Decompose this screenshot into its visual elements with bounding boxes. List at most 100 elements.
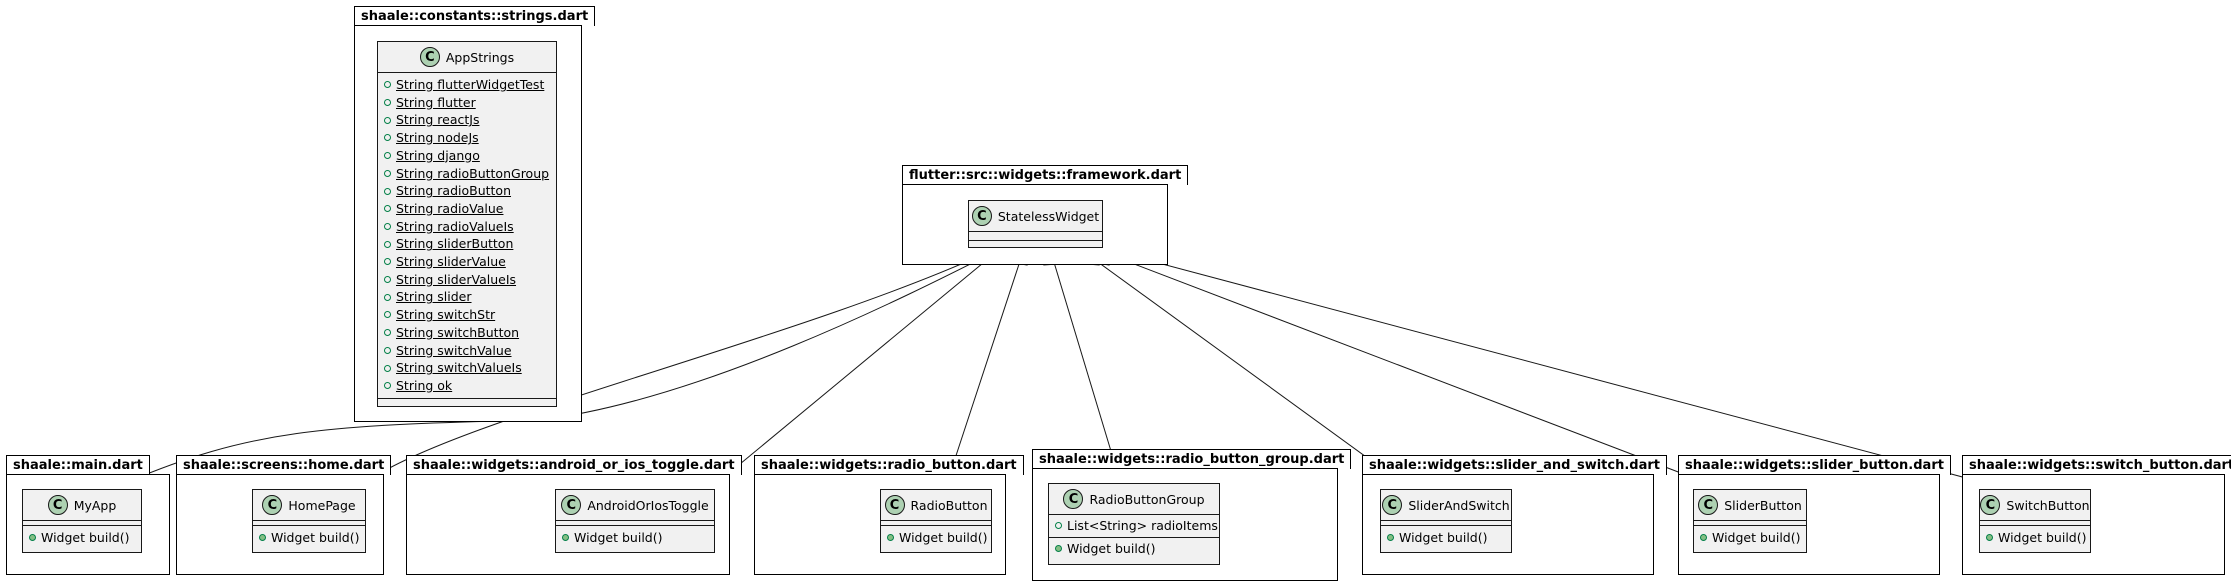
class-icon: C (419, 47, 440, 67)
static-field: String radioButton (384, 182, 550, 200)
package-framework: flutter::src::widgets::framework.dart C … (902, 165, 1189, 265)
field-text: String radioValueIs (396, 218, 514, 234)
class-icon: C (262, 495, 283, 515)
method: Widget build() (271, 530, 360, 545)
public-field-icon (384, 152, 391, 160)
public-method-icon (1986, 534, 1993, 542)
class-slider-and-switch[interactable]: C SliderAndSwitch Widget build() (1380, 489, 1512, 553)
package-label: shaale::widgets::android_or_ios_toggle.d… (406, 455, 742, 475)
public-field-icon (384, 240, 391, 248)
field-text: String radioButton (396, 183, 512, 199)
field-text: String flutter (396, 94, 476, 110)
edge-slider-switch (1079, 248, 1403, 484)
class-switch-button[interactable]: C SwitchButton Widget build() (1979, 489, 2091, 553)
package-label: shaale::widgets::radio_button_group.dart (1032, 449, 1352, 469)
public-field-icon (384, 293, 391, 301)
package-constants: shaale::constants::strings.dart C AppStr… (354, 6, 596, 422)
package-slider-button: shaale::widgets::slider_button.dart C Sl… (1678, 455, 1951, 575)
class-name: RadioButtonGroup (1089, 491, 1205, 507)
class-name: AppStrings (445, 49, 515, 65)
static-field: String radioValueIs (384, 218, 550, 236)
package-label: shaale::widgets::radio_button.dart (754, 455, 1024, 475)
edge-toggle (716, 248, 1001, 484)
static-field: String ok (384, 377, 550, 395)
public-field-icon (384, 116, 391, 124)
field-text: String radioValue (396, 200, 504, 216)
class-name: SliderButton (1724, 497, 1802, 513)
public-field-icon (384, 346, 391, 354)
public-method-icon (887, 534, 894, 542)
field-text: String switchValue (396, 342, 512, 358)
package-radio-button: shaale::widgets::radio_button.dart C Rad… (754, 455, 1024, 575)
static-field: String slider (384, 288, 550, 306)
package-label: shaale::widgets::switch_button.dart (1962, 455, 2231, 475)
class-slider-button[interactable]: C SliderButton Widget build() (1693, 489, 1807, 553)
class-icon: C (561, 495, 582, 515)
method: Widget build() (1712, 530, 1801, 545)
static-field: String switchStr (384, 306, 550, 324)
static-field: String flutterWidgetTest (384, 76, 550, 94)
package-label: flutter::src::widgets::framework.dart (902, 165, 1189, 185)
public-field-icon (384, 329, 391, 337)
static-field: String flutter (384, 94, 550, 112)
edge-switch-button (1105, 248, 1986, 484)
class-icon: C (1063, 489, 1084, 509)
field-text: String sliderValueIs (396, 271, 517, 287)
class-radio-button-group[interactable]: C RadioButtonGroup List<String> radioIte… (1048, 483, 1220, 565)
class-icon: C (884, 495, 905, 515)
class-radio-button[interactable]: C RadioButton Widget build() (880, 489, 992, 553)
public-field-icon (384, 382, 391, 390)
class-icon: C (1698, 495, 1719, 515)
class-name: SwitchButton (2006, 497, 2090, 513)
method: Widget build() (1067, 540, 1156, 556)
public-field-icon (384, 222, 391, 230)
public-method-icon (562, 534, 569, 542)
public-method-icon (1387, 534, 1394, 542)
static-field: String django (384, 147, 550, 165)
method: Widget build() (574, 530, 663, 545)
static-field: String nodeJs (384, 129, 550, 147)
public-field-icon (384, 364, 391, 372)
package-label: shaale::screens::home.dart (176, 455, 392, 475)
package-switch-button: shaale::widgets::switch_button.dart C Sw… (1962, 455, 2231, 575)
class-name: StatelessWidget (997, 208, 1100, 224)
static-field: String switchButton (384, 324, 550, 342)
public-field-icon (384, 258, 391, 266)
class-name: SliderAndSwitch (1408, 497, 1510, 513)
public-field-icon (384, 311, 391, 319)
edge-radio (946, 248, 1025, 484)
class-android-or-ios-toggle[interactable]: C AndroidOrIosToggle Widget build() (555, 489, 715, 553)
field-text: String ok (396, 377, 453, 393)
field-text: String sliderButton (396, 236, 514, 252)
public-field-icon (384, 205, 391, 213)
static-field: String sliderValue (384, 253, 550, 271)
field-text: String nodeJs (396, 130, 479, 146)
field-text: String reactJs (396, 112, 480, 128)
static-field: String switchValueIs (384, 359, 550, 377)
class-name: AndroidOrIosToggle (587, 497, 709, 513)
class-name: RadioButton (910, 497, 988, 513)
class-my-app[interactable]: C MyApp Widget build() (22, 489, 142, 553)
field-text: String slider (396, 289, 472, 305)
public-method-icon (259, 534, 266, 542)
public-method-icon (1055, 545, 1062, 553)
edge-slider-button (1094, 248, 1708, 484)
class-stateless-widget[interactable]: C StatelessWidget (968, 200, 1103, 248)
class-name: HomePage (288, 497, 356, 513)
static-field: String sliderValueIs (384, 271, 550, 289)
method: Widget build() (899, 530, 988, 545)
static-field: String sliderButton (384, 235, 550, 253)
package-label: shaale::widgets::slider_and_switch.dart (1362, 455, 1667, 475)
static-field: String radioButtonGroup (384, 165, 550, 183)
package-toggle: shaale::widgets::android_or_ios_toggle.d… (406, 455, 742, 575)
public-field-icon (384, 187, 391, 195)
method: Widget build() (41, 530, 130, 545)
class-home-page[interactable]: C HomePage Widget build() (252, 489, 366, 553)
public-field-icon (384, 134, 391, 142)
public-field-icon (384, 276, 391, 284)
static-field: String radioValue (384, 200, 550, 218)
public-field-icon (1055, 522, 1062, 530)
class-icon: C (1980, 495, 2001, 515)
field-text: String flutterWidgetTest (396, 77, 545, 92)
